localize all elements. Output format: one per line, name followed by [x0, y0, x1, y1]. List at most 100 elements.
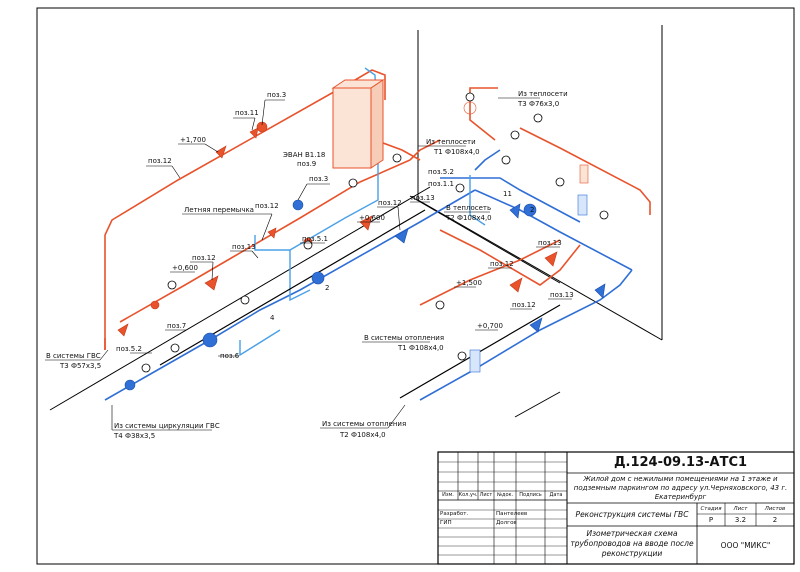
header-sheet: Лист	[733, 506, 748, 512]
cold-fittings	[124, 194, 606, 391]
hot-fitting-0600	[359, 215, 373, 231]
cold-filter-2	[577, 194, 588, 216]
label-poz12-left: поз.12	[148, 157, 172, 165]
cold-fitting-11	[509, 203, 521, 219]
label-poz52-b: поз.5.2	[116, 345, 142, 353]
label-to-heating-pipe: Т1 Ф108х4,0	[397, 344, 444, 352]
label-from-heating-pipe: Т2 Ф108х4,0	[339, 431, 386, 439]
hot-fitting-right	[509, 277, 523, 293]
label-num-11: 11	[503, 190, 512, 198]
label-to-gvs: В системы ГВС	[46, 352, 101, 360]
hot-water-pipes	[104, 69, 651, 350]
title-block	[437, 451, 795, 565]
label-summer-bypass: Летняя перемычка	[184, 206, 254, 214]
label-poz3-top: поз.3	[267, 91, 286, 99]
col-ndok: №док.	[496, 492, 514, 498]
diagram-labels: поз.3 поз.11 +1,700 поз.12 ЭВАН В1.18 по…	[46, 90, 574, 440]
doc-code: Д.124-09.13-АТС1	[613, 455, 748, 470]
label-poz51-a: поз.5.1	[302, 235, 328, 243]
label-to-heat-t2: В теплосеть	[446, 204, 491, 212]
section-name: Реконструкция системы ГВС	[575, 510, 689, 519]
object-name: Жилой дом с нежилыми помещениями на 1 эт…	[573, 475, 788, 501]
label-from-heat-t1-pipe: Т1 Ф108х4,0	[433, 148, 480, 156]
col-koluch: Кол.уч.	[458, 492, 478, 498]
col-list: Лист	[479, 492, 493, 498]
label-poz12-low: поз.12	[512, 301, 536, 309]
label-poz13-left: поз.13	[232, 243, 256, 251]
label-poz12-c: поз.12	[192, 254, 216, 262]
label-poz13-right: поз.13	[538, 239, 562, 247]
label-to-gvs-pipe: Т3 Ф57х3,5	[59, 362, 101, 370]
label-poz2-a: 2	[325, 284, 329, 292]
hot-check-valve	[463, 101, 477, 115]
drawing-name: Изометрическая схема трубопроводов на вв…	[570, 529, 694, 558]
sheet-frame	[36, 7, 795, 565]
water-heater-side	[370, 79, 384, 169]
cold-pump-right	[523, 203, 537, 217]
sheet-value: 3.2	[734, 516, 747, 524]
cold-pump-6	[202, 332, 218, 348]
label-num-2b: 2	[530, 206, 534, 214]
label-from-circ: Из системы циркуляции ГВС	[114, 422, 220, 430]
label-poz13-mid: поз.13	[411, 194, 435, 202]
label-poz52-a: поз.5.2	[428, 168, 454, 176]
role-developer: Разработ.	[440, 511, 469, 517]
hot-pump-left	[150, 300, 160, 310]
main-pipe-lines	[159, 209, 561, 399]
cold-fitting-12	[394, 228, 409, 244]
label-from-heat-t3-pipe: Т3 Ф76х3,0	[517, 100, 559, 108]
hot-valve-1	[117, 323, 129, 337]
col-data: Дата	[549, 492, 563, 498]
label-poz3-mid: поз.3	[309, 175, 328, 183]
name-developer: Пантелеев	[496, 511, 528, 517]
label-elev-0700: +0,700	[477, 322, 503, 330]
label-elev-1700: +1,700	[180, 136, 206, 144]
pressure-gauges	[141, 92, 609, 373]
label-poz11-a: поз.1.1	[428, 180, 454, 188]
hot-filter	[579, 164, 589, 184]
cold-fitting-13	[594, 283, 606, 299]
label-poz12-center: поз.12	[378, 199, 402, 207]
hot-valve-2	[215, 145, 227, 159]
hot-fittings	[117, 101, 589, 337]
hot-pump-top	[256, 121, 268, 133]
header-stage: Стадия	[700, 506, 722, 512]
label-poz6: поз.6	[220, 352, 240, 360]
label-from-circ-pipe: Т4 Ф38х3,5	[113, 432, 155, 440]
label-poz7: поз.7	[167, 322, 186, 330]
cold-filter	[469, 349, 481, 373]
label-evan: ЭВАН В1.18	[283, 151, 325, 159]
label-poz11-top: поз.11	[235, 109, 259, 117]
cold-pump-top	[292, 199, 304, 211]
label-elev-0600a: +0,600	[172, 264, 198, 272]
hot-valve-3	[249, 127, 259, 139]
label-poz12-right: поз.12	[490, 260, 514, 268]
hot-fitting-13	[544, 251, 558, 267]
label-from-heat-t1: Из теплосети	[426, 138, 476, 146]
label-poz9: поз.9	[297, 160, 316, 168]
label-from-heat-t3: Из теплосети	[518, 90, 568, 98]
name-gip: Долгов	[496, 520, 517, 526]
stage-value: Р	[708, 516, 714, 524]
label-poz4: 4	[270, 314, 275, 322]
hot-fitting-12	[204, 275, 219, 291]
col-izm: Изм.	[442, 492, 454, 498]
label-poz12-mid: поз.12	[255, 202, 279, 210]
label-elev-1500: +1,500	[456, 279, 482, 287]
hot-valve-4	[267, 227, 277, 239]
cold-fitting-12-low	[529, 317, 543, 333]
role-gip: ГИП	[440, 520, 452, 526]
sheets-value: 2	[772, 516, 778, 524]
label-elev-0600b: +0,600	[359, 214, 385, 222]
label-to-heating: В системы отопления	[364, 334, 444, 342]
label-from-heating: Из системы отопления	[322, 420, 406, 428]
label-poz13-low: поз.13	[550, 291, 574, 299]
col-podpis: Подпись	[519, 492, 542, 498]
water-heater	[332, 87, 372, 169]
organization: ООО "МИКС"	[720, 541, 771, 550]
cold-valve-52	[124, 379, 136, 391]
leader-lines	[45, 97, 572, 431]
header-sheets: Листов	[764, 506, 786, 512]
